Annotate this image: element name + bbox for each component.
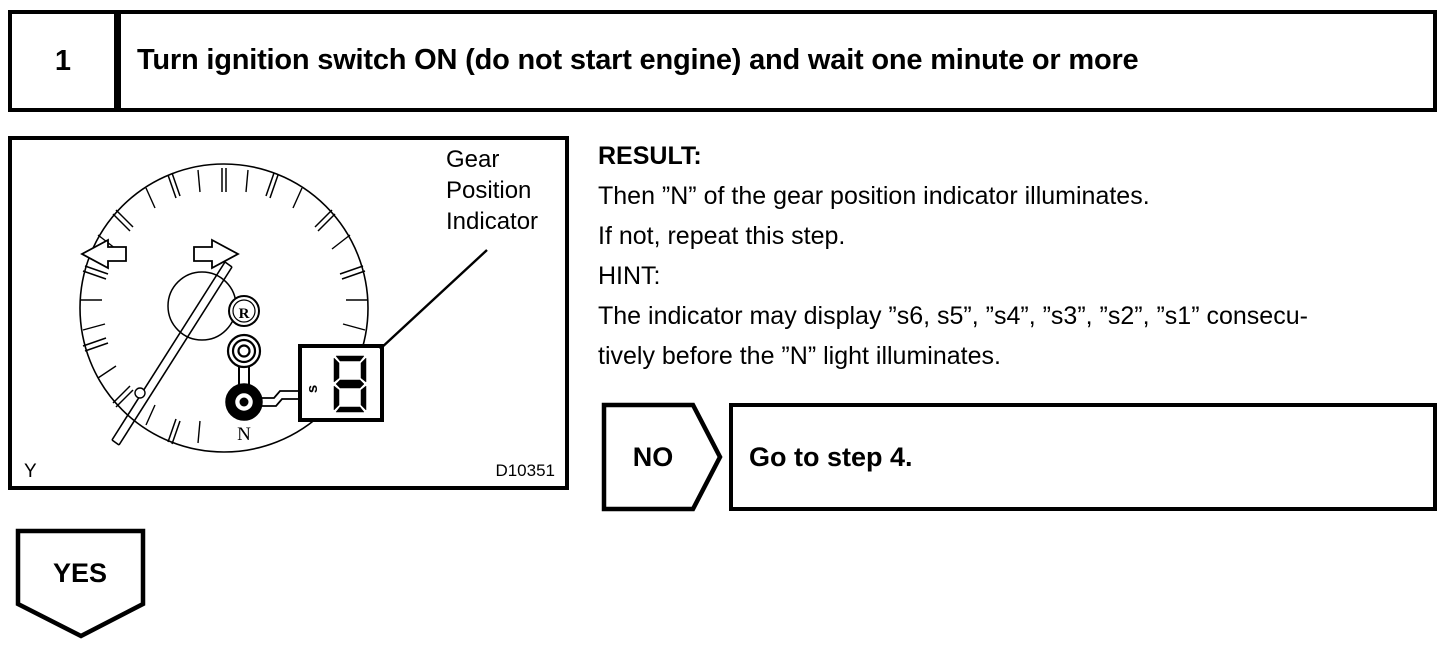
indicator-ring-icon: [226, 333, 262, 369]
result-line-2: If not, repeat this step.: [598, 222, 846, 250]
hint-line-2: tively before the ”N” light illuminates.: [598, 342, 1001, 370]
left-turn-arrow-icon: [80, 238, 127, 270]
gauge-needle: [111, 261, 233, 446]
callout-leader-line: [379, 249, 488, 350]
yes-tag-label: YES: [52, 557, 108, 588]
callout-label-line2: Position: [446, 177, 531, 204]
gauge-outer-circle: [79, 163, 369, 453]
callout-label-line3: Indicator: [446, 208, 538, 235]
step-number: 1: [54, 44, 72, 77]
reverse-symbol-letter: R: [239, 306, 250, 322]
no-tag-label: NO: [632, 441, 674, 472]
no-tag[interactable]: NO: [601, 402, 723, 512]
result-line-1: Then ”N” of the gear position indicator …: [598, 182, 1150, 210]
result-text-block: RESULT: Then ”N” of the gear position in…: [598, 136, 1450, 376]
hint-line-1: The indicator may display ”s6, s5”, ”s4”…: [598, 302, 1308, 330]
no-action-box: Go to step 4.: [729, 403, 1437, 511]
figure-id: D10351: [495, 461, 555, 480]
step-header-row: 1 Turn ignition switch ON (do not start …: [8, 10, 1437, 112]
corner-mark: Y: [24, 461, 37, 482]
gear-display-wire: [262, 390, 300, 407]
yes-branch[interactable]: YES: [15, 528, 147, 640]
step-instruction-cell: Turn ignition switch ON (do not start en…: [118, 10, 1437, 112]
no-action-text: Go to step 4.: [749, 441, 913, 472]
needle-pivot-dot: [134, 387, 146, 399]
instrument-cluster-illustration: R N: [24, 146, 555, 482]
gear-display-seven-segment: [333, 355, 367, 413]
no-branch: NO Go to step 4.: [601, 402, 1437, 514]
gear-display-prefix: s: [304, 385, 321, 393]
illustration-panel: R N: [8, 136, 569, 490]
callout-label-line1: Gear: [446, 146, 499, 173]
step-number-cell: 1: [8, 10, 118, 112]
gauge-needle-hub: [167, 271, 237, 341]
callout-label: Gear Position Indicator: [446, 146, 538, 235]
yes-pentagon-shape: [15, 528, 146, 639]
step-instruction-text: Turn ignition switch ON (do not start en…: [137, 44, 1139, 77]
right-turn-arrow-icon: [193, 238, 240, 270]
no-pentagon-shape: [601, 402, 723, 512]
hint-heading: HINT:: [598, 262, 661, 290]
neutral-label: N: [237, 424, 251, 445]
gear-position-indicator-display: s: [298, 344, 384, 422]
neutral-lamp-icon: [225, 383, 263, 421]
result-heading: RESULT:: [598, 142, 702, 170]
reverse-warning-icon: R: [228, 295, 260, 327]
